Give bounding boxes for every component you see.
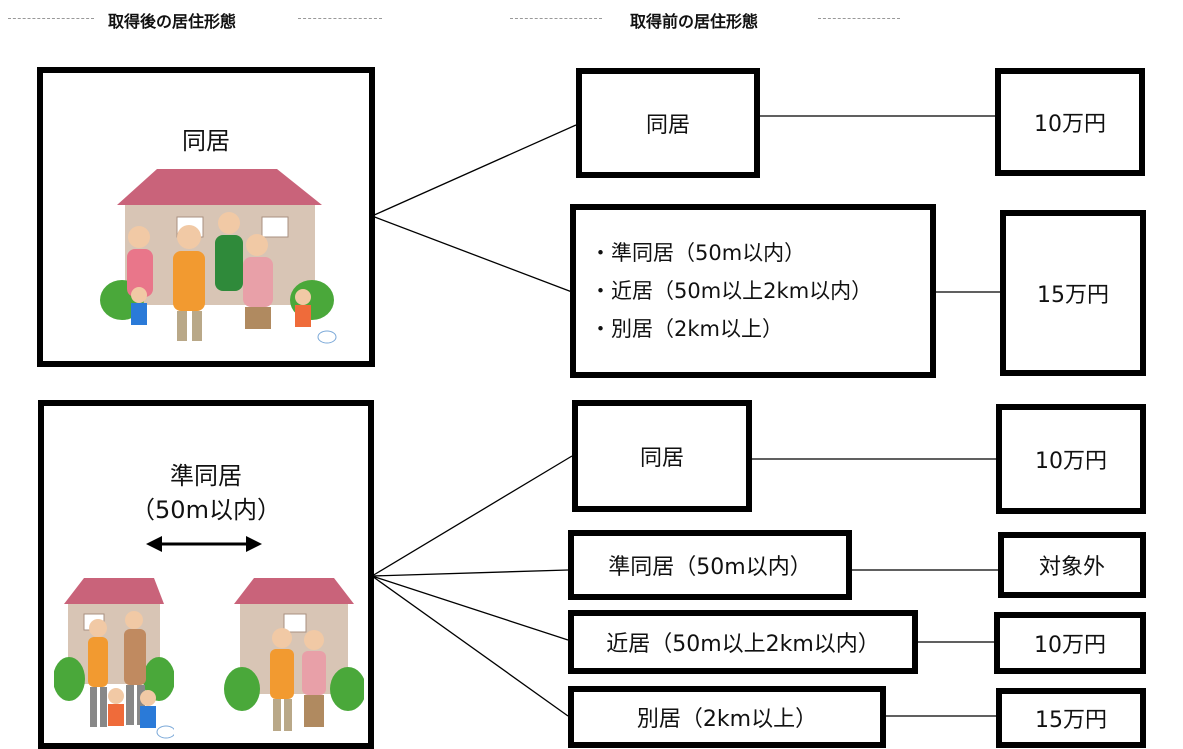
before-box-cohabitation: 同居 bbox=[572, 400, 752, 512]
family-house-illustration bbox=[100, 169, 337, 344]
after-label: 準同居 bbox=[170, 462, 242, 490]
list-item: ・近居（50m以上2km以内） bbox=[590, 279, 873, 303]
double-arrow-icon bbox=[146, 536, 262, 552]
before-box-cohabitation: 同居 bbox=[576, 68, 760, 178]
before-label: 別居（2km以上） bbox=[636, 707, 818, 732]
grandparents-house-illustration bbox=[224, 578, 364, 731]
before-label: 同居 bbox=[639, 446, 684, 471]
header-dash bbox=[8, 18, 94, 19]
amount-box: 15万円 bbox=[996, 688, 1146, 748]
before-label: 準同居（50m以内） bbox=[608, 555, 812, 580]
header-before: 取得前の居住形態 bbox=[630, 12, 759, 31]
before-items-list: ・準同居（50m以内） ・近居（50m以上2km以内） ・別居（2km以上） bbox=[576, 234, 872, 348]
before-box-list: ・準同居（50m以内） ・近居（50m以上2km以内） ・別居（2km以上） bbox=[570, 204, 936, 378]
list-item: ・別居（2km以上） bbox=[590, 317, 783, 341]
header-dash bbox=[818, 18, 900, 19]
before-label: 同居 bbox=[645, 113, 690, 138]
amount-box: 15万円 bbox=[1000, 210, 1146, 376]
after-box-semi-cohabitation: 準同居 （50m以内） bbox=[38, 400, 374, 749]
after-sublabel: （50m以内） bbox=[131, 496, 281, 524]
amount-label: 10万円 bbox=[1034, 633, 1106, 658]
amount-box-not-eligible: 対象外 bbox=[998, 532, 1146, 598]
amount-label: 対象外 bbox=[1038, 555, 1105, 580]
header-after: 取得後の居住形態 bbox=[108, 12, 237, 31]
list-item: ・準同居（50m以内） bbox=[590, 241, 806, 265]
before-box-semi-cohabitation: 準同居（50m以内） bbox=[568, 530, 852, 600]
before-box-separate: 別居（2km以上） bbox=[568, 686, 886, 748]
amount-box: 10万円 bbox=[994, 612, 1146, 674]
amount-label: 10万円 bbox=[1035, 449, 1107, 474]
amount-label: 15万円 bbox=[1037, 283, 1109, 308]
after-label: 同居 bbox=[182, 127, 230, 155]
amount-label: 15万円 bbox=[1035, 708, 1107, 733]
family-house-illustration bbox=[54, 578, 174, 739]
header-dash bbox=[510, 18, 602, 19]
after-box-cohabitation: 同居 bbox=[37, 67, 375, 367]
header-dash bbox=[298, 18, 382, 19]
amount-label: 10万円 bbox=[1034, 112, 1106, 137]
before-box-nearby: 近居（50m以上2km以内） bbox=[568, 610, 918, 674]
amount-box: 10万円 bbox=[995, 68, 1145, 176]
before-label: 近居（50m以上2km以内） bbox=[606, 632, 880, 657]
amount-box: 10万円 bbox=[996, 404, 1146, 514]
